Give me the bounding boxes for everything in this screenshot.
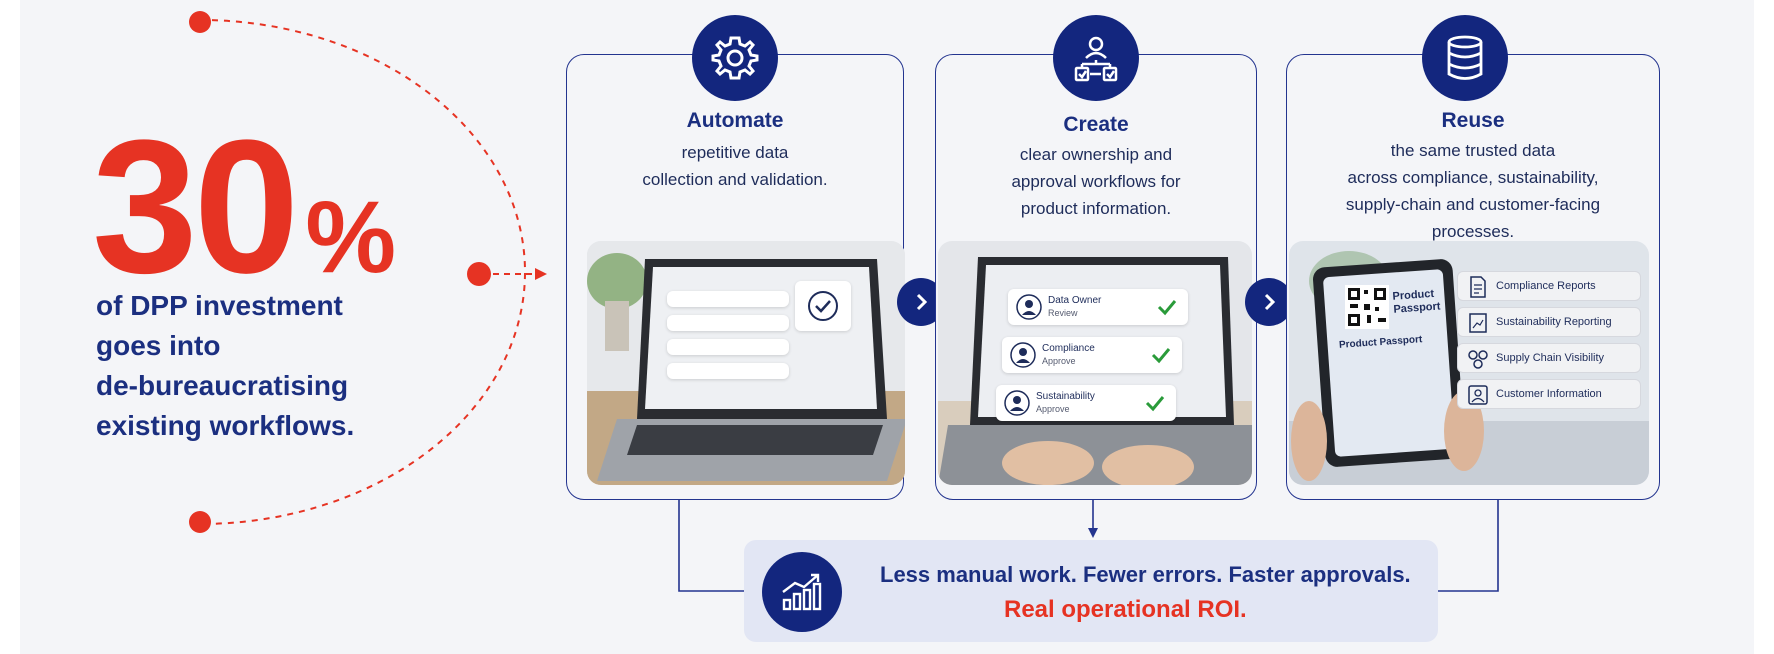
side-item-label: Customer Information	[1496, 388, 1602, 400]
document-icon	[1470, 276, 1486, 298]
side-item-label: Compliance Reports	[1496, 280, 1596, 292]
user-avatar-icon	[1004, 390, 1030, 416]
user-workflow-icon	[1053, 15, 1139, 101]
database-icon	[1422, 15, 1508, 101]
card-description-line: collection and validation.	[642, 170, 828, 189]
check-icon	[1151, 348, 1171, 364]
list-item	[667, 291, 789, 307]
laptop-photo	[587, 241, 905, 485]
network-icon	[1468, 350, 1488, 369]
next-arrow-button	[1245, 278, 1293, 326]
list-item	[667, 339, 789, 355]
tablet-title: Product Passport	[1392, 287, 1441, 316]
card-description: clear ownership and approval workflows f…	[936, 141, 1256, 222]
card-description: repetitive data collection and validatio…	[567, 139, 903, 193]
check-circle-icon	[808, 291, 838, 321]
card-description: the same trusted data across compliance,…	[1287, 137, 1659, 245]
card-description-line: product information.	[1020, 199, 1172, 218]
card-description-line: clear ownership and	[1019, 145, 1173, 164]
card-description-line: the same trusted data	[1390, 141, 1556, 160]
side-item-sustainability: Sustainability Reporting	[1457, 307, 1641, 337]
result-headline: Less manual work. Fewer errors. Faster a…	[880, 562, 1411, 587]
customer-icon	[1468, 385, 1488, 405]
card-title: Automate	[686, 109, 784, 132]
stat-percentage: 30%	[92, 112, 396, 302]
approval-row-title: Data Owner	[1048, 295, 1102, 306]
card-reuse: Reuse the same trusted data across compl…	[1286, 15, 1660, 500]
side-item-supply-chain: Supply Chain Visibility	[1457, 343, 1641, 373]
chevron-right-icon	[916, 293, 928, 311]
report-icon	[1469, 313, 1487, 333]
stat-percent-sign: %	[305, 180, 397, 294]
stat-caption-line: existing workflows.	[96, 410, 355, 441]
tablet-photo: Product Passport Product Passport Compli…	[1289, 241, 1649, 485]
approval-row-status: Approve	[1036, 404, 1070, 414]
stat-number: 30	[92, 101, 299, 313]
card-automate: Automate repetitive data collection and …	[566, 15, 905, 500]
check-icon	[1157, 300, 1177, 316]
approval-row-status: Approve	[1042, 356, 1076, 366]
check-panel	[795, 281, 851, 331]
card-description-line: approval workflows for	[1011, 172, 1181, 191]
chevron-right-icon	[1264, 293, 1276, 311]
gear-icon	[692, 15, 778, 101]
card-description-line: supply-chain and customer-facing	[1345, 195, 1601, 214]
card-title: Create	[1063, 113, 1129, 136]
stat-caption-line: goes into	[96, 330, 221, 361]
side-item-label: Sustainability Reporting	[1496, 316, 1612, 328]
card-description-line: repetitive data	[681, 143, 789, 162]
approval-row-title: Compliance	[1042, 343, 1095, 354]
user-avatar-icon	[1016, 294, 1042, 320]
side-item-customer: Customer Information	[1457, 379, 1641, 409]
card-description-line: across compliance, sustainability,	[1347, 168, 1599, 187]
approval-row-status: Review	[1048, 308, 1078, 318]
qr-code-icon	[1345, 285, 1389, 329]
stat-caption-line: de-bureaucratising	[96, 370, 349, 401]
list-item	[667, 363, 789, 379]
check-icon	[1145, 396, 1165, 412]
side-item-compliance: Compliance Reports	[1457, 271, 1641, 301]
card-title: Reuse	[1441, 109, 1505, 132]
result-summary-box: Less manual work. Fewer errors. Faster a…	[744, 540, 1438, 642]
growth-chart-icon	[762, 552, 842, 632]
stat-caption: of DPP investment goes into de-bureaucra…	[96, 286, 426, 446]
approval-row-title: Sustainability	[1036, 391, 1095, 402]
stat-caption-line: of DPP investment	[96, 290, 343, 321]
list-item	[667, 315, 789, 331]
card-description-line: processes.	[1431, 222, 1515, 241]
side-item-label: Supply Chain Visibility	[1496, 352, 1605, 364]
user-avatar-icon	[1010, 342, 1036, 368]
card-create: Create clear ownership and approval work…	[935, 15, 1257, 500]
result-roi: Real operational ROI.	[1004, 596, 1247, 623]
